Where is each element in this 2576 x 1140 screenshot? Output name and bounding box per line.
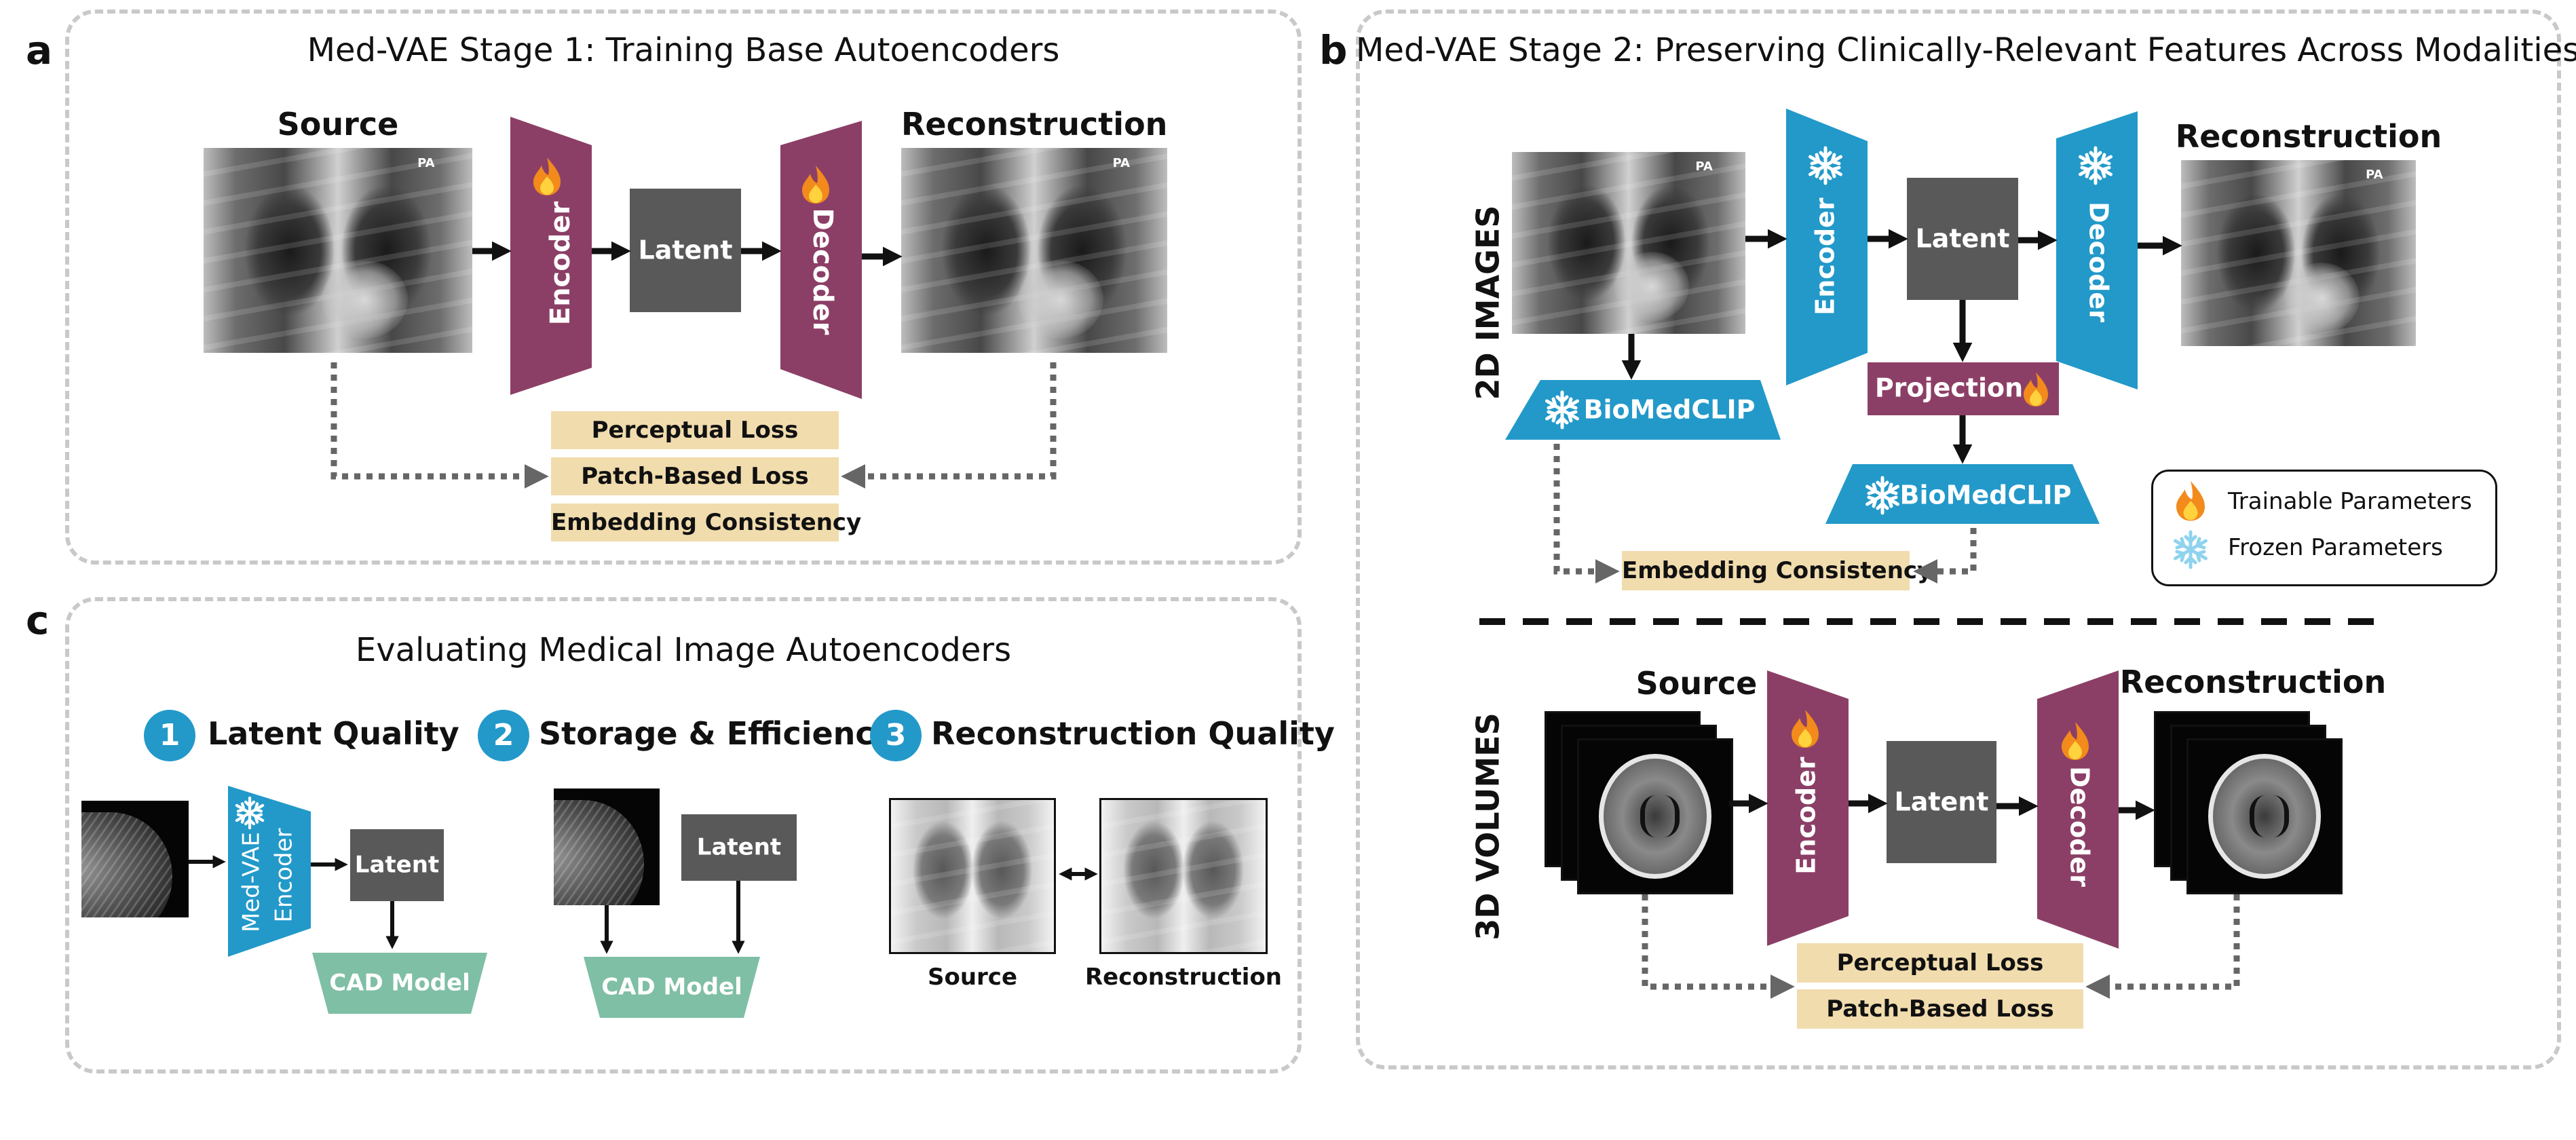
projection-label: Projection xyxy=(1875,373,2023,403)
section-2-badge: 2 xyxy=(478,710,529,761)
panel-c xyxy=(65,597,1302,1074)
panel-b-title: Med-VAE Stage 2: Preserving Clinically-R… xyxy=(1356,31,2576,69)
source-3d-label: Source xyxy=(1635,665,1758,702)
embedding-consistency-2d-loss: Embedding Consistency xyxy=(1622,551,1932,590)
dotted-embedding-connector-source xyxy=(1553,444,1620,584)
image-marker: PA xyxy=(2366,167,2383,182)
legend: Trainable Parameters Frozen Parameters xyxy=(2151,470,2497,586)
eval-latent-box-1 xyxy=(350,829,444,901)
encoder-3d-trapezoid xyxy=(1767,670,1849,946)
perceptual-loss: Perceptual Loss xyxy=(551,411,839,449)
decoder-label: Decoder xyxy=(807,208,838,335)
patch-based-3d-loss: Patch-Based Loss xyxy=(1797,989,2083,1029)
dotted-loss-connector-reconstruction xyxy=(841,362,1057,489)
med-vae-encoder-label-line1: Med-VAE xyxy=(238,832,265,932)
image-marker: PA xyxy=(1695,159,1713,174)
panel-a xyxy=(65,10,1302,565)
decoder-trapezoid xyxy=(780,121,862,399)
cad-model-label-2: CAD Model xyxy=(601,974,742,1001)
source-mri-slice-front xyxy=(1577,738,1733,894)
mammogram-image-1 xyxy=(81,801,189,917)
image-marker: PA xyxy=(417,156,435,171)
encoder-trapezoid xyxy=(510,117,592,395)
reconstruction-2d-label: Reconstruction xyxy=(2175,118,2442,155)
frozen-decoder-trapezoid xyxy=(2056,111,2138,390)
legend-trainable-label: Trainable Parameters xyxy=(2228,488,2472,515)
reconstruction-2d-xray-image: PA xyxy=(2181,160,2416,346)
biomedclip-source-trapezoid xyxy=(1505,380,1781,440)
mammogram-image-2 xyxy=(554,788,660,905)
section-2-heading: Storage & Efficiency xyxy=(539,715,894,752)
snowflake-icon xyxy=(2176,532,2206,567)
eval-source-xray-image xyxy=(889,798,1056,954)
frozen-encoder-trapezoid xyxy=(1786,109,1868,385)
med-vae-encoder-label-line2: Encoder xyxy=(271,828,298,922)
eval-reconstruction-caption: Reconstruction xyxy=(1084,964,1283,991)
source-xray-image: PA xyxy=(204,148,472,353)
dotted-loss-connector-3d-source xyxy=(1642,894,1795,999)
latent-box xyxy=(630,189,741,312)
reconstruction-xray-image: PA xyxy=(901,148,1167,353)
dotted-loss-connector-3d-reconstruction xyxy=(2085,894,2240,999)
latent-2d-label: Latent xyxy=(1915,224,2009,254)
panel-c-title: Evaluating Medical Image Autoencoders xyxy=(355,631,1012,669)
latent-3d-label: Latent xyxy=(1894,787,1988,817)
source-label: Source xyxy=(277,106,399,142)
decoder-3d-trapezoid xyxy=(2037,670,2119,949)
encoder-label: Encoder xyxy=(545,201,576,325)
source-2d-xray-image: PA xyxy=(1512,152,1745,334)
decoder-3d-label: Decoder xyxy=(2065,766,2095,887)
section-1-heading: Latent Quality xyxy=(208,715,459,752)
cad-model-trapezoid-2 xyxy=(584,957,760,1018)
eval-latent-label-1: Latent xyxy=(355,852,439,879)
3d-volumes-label: 3D VOLUMES xyxy=(1470,712,1507,940)
patch-based-loss: Patch-Based Loss xyxy=(551,457,839,495)
biomedclip-source-label: BioMedCLIP xyxy=(1584,395,1756,425)
cad-model-trapezoid-1 xyxy=(312,953,487,1014)
biomedclip-reconstruction-trapezoid xyxy=(1825,464,2100,524)
section-3-badge: 3 xyxy=(870,710,922,761)
panel-c-letter: c xyxy=(26,597,50,643)
eval-source-caption: Source xyxy=(927,964,1018,991)
latent-label: Latent xyxy=(638,235,732,265)
reconstruction-mri-slice-front xyxy=(2186,738,2343,894)
image-marker: PA xyxy=(1112,156,1131,171)
reconstruction-3d-label: Reconstruction xyxy=(2119,664,2387,700)
legend-frozen-label: Frozen Parameters xyxy=(2228,534,2443,561)
eval-latent-box-2 xyxy=(681,814,797,881)
biomedclip-reconstruction-label: BioMedCLIP xyxy=(1900,480,2072,510)
latent-2d-box xyxy=(1907,178,2018,300)
panel-b-letter: b xyxy=(1319,27,1348,73)
2d-images-label: 2D IMAGES xyxy=(1470,205,1507,400)
panel-b xyxy=(1356,10,2561,1069)
panel-a-letter: a xyxy=(26,27,53,73)
cad-model-label-1: CAD Model xyxy=(329,970,470,997)
panel-a-title: Med-VAE Stage 1: Training Base Autoencod… xyxy=(307,31,1060,69)
dotted-loss-connector-source xyxy=(330,362,549,489)
decoder-2d-label: Decoder xyxy=(2084,202,2114,322)
encoder-3d-label: Encoder xyxy=(1792,757,1821,875)
reconstruction-label: Reconstruction xyxy=(901,106,1168,142)
perceptual-3d-loss: Perceptual Loss xyxy=(1797,943,2083,983)
embedding-consistency-loss: Embedding Consistency xyxy=(551,504,861,542)
fire-icon xyxy=(2176,480,2205,521)
dotted-embedding-connector-reconstruction xyxy=(1913,528,1977,584)
section-3-heading: Reconstruction Quality xyxy=(931,715,1335,752)
eval-latent-label-2: Latent xyxy=(697,834,781,861)
encoder-2d-label: Encoder xyxy=(1811,197,1840,316)
eval-reconstruction-xray-image xyxy=(1099,798,1268,954)
latent-3d-box xyxy=(1887,741,1996,863)
section-1-badge: 1 xyxy=(144,710,195,761)
